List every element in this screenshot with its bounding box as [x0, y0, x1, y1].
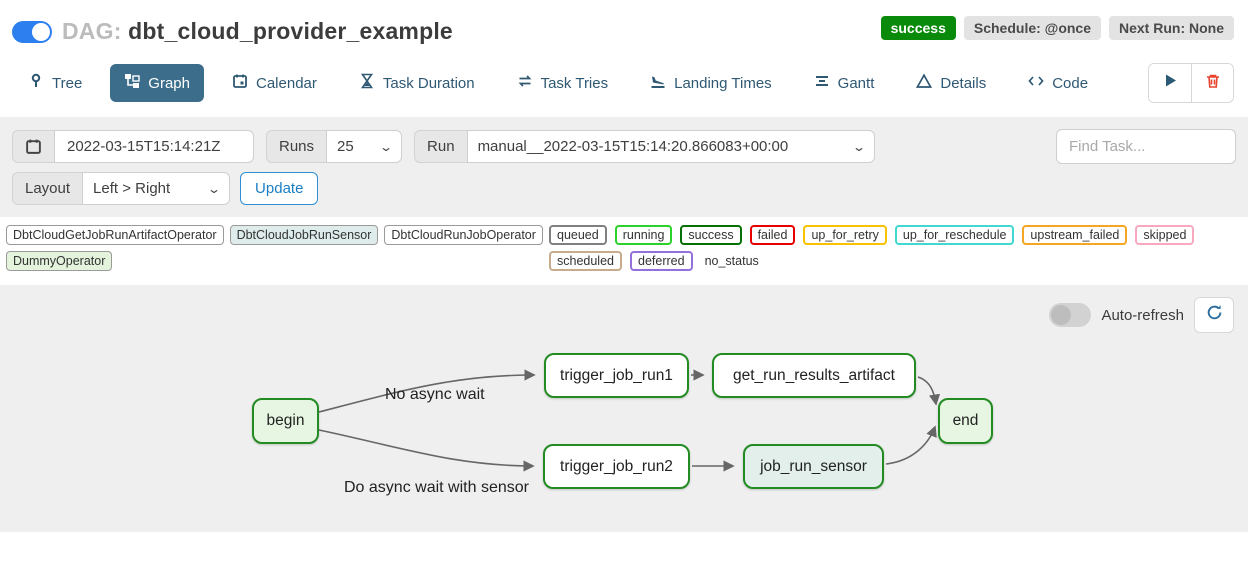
tab-label: Graph [148, 74, 190, 92]
schedule-badge: Schedule: @once [963, 15, 1101, 40]
trigger-dag-button[interactable] [1149, 64, 1191, 102]
status-legend: queued running success failed up_for_ret… [549, 225, 1244, 271]
repeat-icon [517, 73, 533, 93]
task-node-label: trigger_job_run1 [560, 366, 673, 384]
toggle-knob [1051, 305, 1072, 325]
edge-label-do-async-wait: Do async wait with sensor [344, 479, 529, 496]
calendar-icon [232, 73, 248, 93]
tab-label: Tree [52, 74, 83, 92]
status-badge: running [614, 225, 673, 245]
code-icon [1028, 73, 1044, 93]
operator-badge: DbtCloudRunJobOperator [384, 225, 543, 245]
tab-label: Gantt [837, 74, 875, 92]
status-badge: up_for_reschedule [894, 225, 1015, 245]
run-label: Run [414, 130, 467, 163]
chevron-down-icon: ⌄ [851, 139, 866, 154]
task-node-trigger-job-run1[interactable]: trigger_job_run1 [544, 353, 689, 398]
toggle-knob [32, 22, 50, 41]
tab-task-duration[interactable]: Task Duration [345, 64, 489, 102]
runs-label: Runs [266, 130, 327, 163]
delete-dag-button[interactable] [1191, 64, 1233, 102]
trash-icon [1205, 73, 1221, 94]
no-status-label: no_status [704, 254, 759, 268]
plane-landing-icon [650, 73, 666, 93]
task-node-label: get_run_results_artifact [733, 366, 895, 384]
tab-code[interactable]: Code [1014, 64, 1102, 102]
gantt-bars-icon [814, 73, 830, 93]
run-select[interactable]: manual__2022-03-15T15:14:20.866083+00:00… [466, 130, 875, 163]
tab-label: Calendar [256, 74, 317, 92]
task-node-trigger-job-run2[interactable]: trigger_job_run2 [543, 444, 690, 489]
task-node-label: job_run_sensor [760, 457, 867, 475]
operator-legend: DbtCloudGetJobRunArtifactOperator DbtClo… [4, 225, 549, 271]
layout-label: Layout [12, 172, 83, 205]
filter-panel: Runs 25 ⌄ Run manual__2022-03-15T15:14:2… [0, 117, 1248, 217]
task-node-get-run-results-artifact[interactable]: get_run_results_artifact [712, 353, 916, 398]
auto-refresh-toggle[interactable] [1049, 303, 1092, 327]
tree-icon [28, 73, 44, 93]
num-runs-select[interactable]: 25 ⌄ [326, 130, 403, 163]
graph-icon [124, 73, 140, 93]
next-run-badge: Next Run: None [1109, 15, 1234, 40]
view-tabbar: Tree Graph Calendar Task Duration Task T… [0, 55, 1248, 117]
operator-badge: DbtCloudGetJobRunArtifactOperator [6, 225, 224, 245]
operator-badge: DbtCloudJobRunSensor [229, 225, 379, 245]
tab-graph[interactable]: Graph [110, 64, 204, 102]
status-badge: success [680, 225, 742, 245]
status-badge: failed [749, 225, 796, 245]
dag-graph-panel: Auto-refresh begin trigger_job_run1 get_… [0, 285, 1248, 532]
task-node-label: begin [266, 412, 305, 429]
dag-status-badge: success [880, 15, 956, 40]
tab-label: Code [1052, 74, 1089, 92]
dag-header: DAG: dbt_cloud_provider_example success … [0, 0, 1248, 55]
tab-calendar[interactable]: Calendar [218, 64, 331, 102]
status-badge: upstream_failed [1022, 225, 1128, 245]
auto-refresh-label: Auto-refresh [1101, 306, 1184, 324]
tab-landing-times[interactable]: Landing Times [636, 64, 786, 102]
task-node-label: trigger_job_run2 [560, 457, 673, 475]
chevron-down-icon: ⌄ [378, 139, 394, 154]
chevron-down-icon: ⌄ [206, 181, 222, 196]
find-task-input[interactable] [1056, 129, 1236, 164]
operator-badge: DummyOperator [6, 251, 113, 271]
run-value: manual__2022-03-15T15:14:20.866083+00:00 [477, 138, 789, 155]
play-icon [1163, 73, 1178, 93]
page-title: DAG: dbt_cloud_provider_example [62, 18, 453, 45]
tab-task-tries[interactable]: Task Tries [503, 64, 623, 102]
status-badge: queued [549, 225, 607, 245]
dag-pause-toggle[interactable] [12, 20, 52, 43]
tab-gantt[interactable]: Gantt [800, 64, 889, 102]
refresh-button[interactable] [1194, 297, 1234, 333]
legend: DbtCloudGetJobRunArtifactOperator DbtClo… [0, 217, 1248, 277]
tab-label: Landing Times [674, 74, 772, 92]
task-node-end[interactable]: end [938, 398, 993, 444]
graph-edges [318, 369, 941, 472]
layout-select[interactable]: Left > Right ⌄ [82, 172, 231, 205]
tab-label: Details [940, 74, 987, 92]
status-badge: skipped [1135, 225, 1195, 245]
edge-label-no-async-wait: No async wait [385, 386, 485, 403]
base-date-input[interactable] [54, 130, 254, 163]
status-badge: up_for_retry [803, 225, 887, 245]
hourglass-icon [359, 73, 375, 93]
status-badge: scheduled [549, 251, 622, 271]
update-button[interactable]: Update [240, 172, 319, 205]
task-node-job-run-sensor[interactable]: job_run_sensor [743, 444, 884, 489]
refresh-icon [1206, 304, 1223, 326]
layout-value: Left > Right [93, 180, 171, 197]
dag-name: dbt_cloud_provider_example [128, 18, 453, 44]
tab-label: Task Duration [382, 74, 475, 92]
tab-tree[interactable]: Tree [14, 64, 96, 102]
task-node-label: end [952, 412, 979, 429]
calendar-prepend-icon [12, 130, 54, 163]
dag-prefix-label: DAG: [62, 18, 122, 44]
status-badge: deferred [630, 251, 693, 271]
tab-details[interactable]: Details [902, 64, 1000, 102]
task-node-begin[interactable]: begin [252, 398, 319, 444]
triangle-icon [916, 73, 933, 93]
tab-label: Task Tries [540, 74, 609, 92]
num-runs-value: 25 [337, 138, 354, 155]
